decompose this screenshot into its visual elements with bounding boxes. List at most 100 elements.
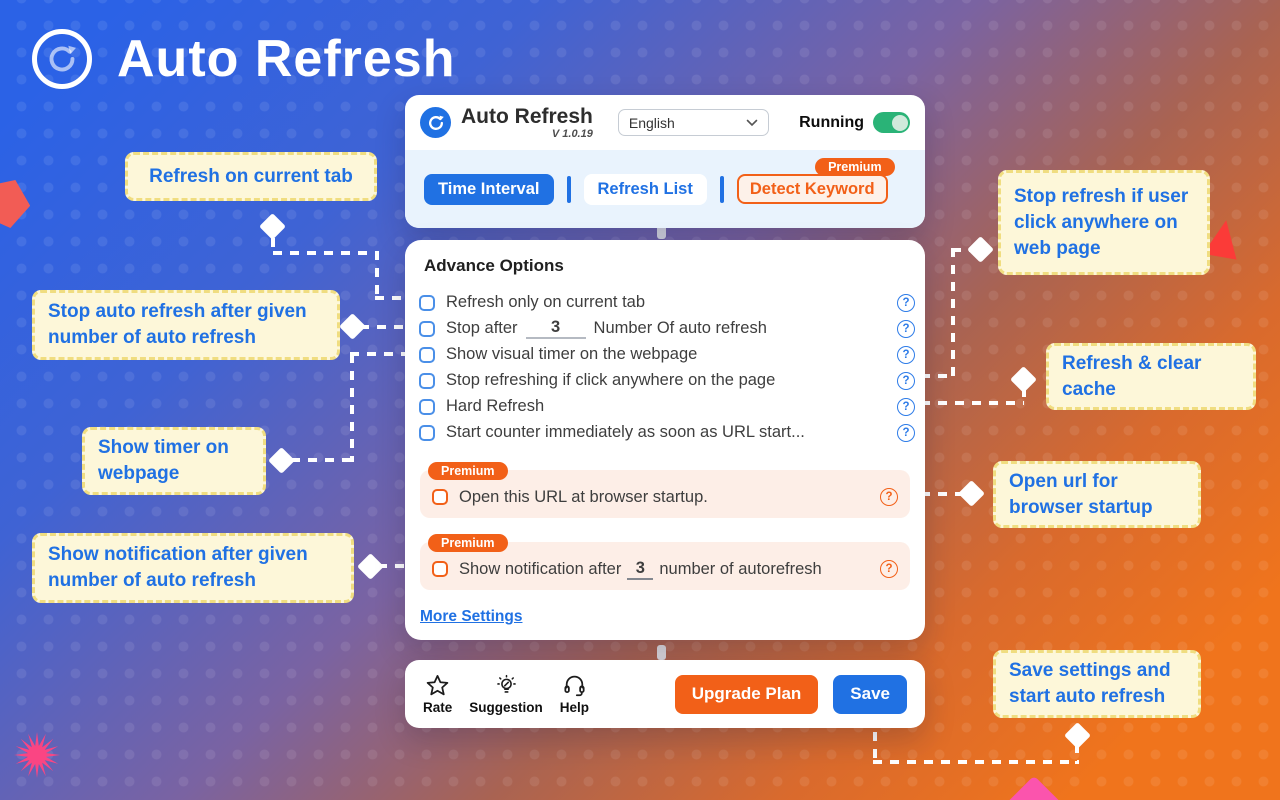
decor-pentagon bbox=[0, 170, 37, 232]
checkbox-stop-on-click[interactable] bbox=[419, 372, 435, 389]
tab-detect-keyword-wrap: Premium Detect Keyword bbox=[736, 158, 895, 204]
advance-options-heading: Advance Options bbox=[424, 256, 564, 275]
running-toggle[interactable] bbox=[873, 112, 910, 133]
premium-badge: Premium bbox=[428, 462, 508, 480]
connector-line bbox=[951, 248, 955, 378]
decor-starburst-icon bbox=[14, 732, 60, 778]
checkbox-stop-after[interactable] bbox=[419, 320, 435, 337]
connector-diamond bbox=[357, 553, 384, 580]
option-row-stop-after: Stop after Number Of auto refresh ? bbox=[419, 318, 915, 339]
headset-icon bbox=[564, 675, 585, 697]
app-version: V 1.0.19 bbox=[551, 128, 593, 140]
connector-line bbox=[291, 458, 353, 462]
connector-line bbox=[375, 251, 379, 298]
card-connector-nub bbox=[657, 224, 666, 239]
rate-button[interactable]: Rate bbox=[423, 673, 452, 715]
more-settings-link[interactable]: More Settings bbox=[420, 608, 523, 625]
help-icon[interactable]: ? bbox=[897, 293, 915, 312]
app-refresh-icon bbox=[420, 107, 451, 138]
connector-diamond bbox=[259, 213, 286, 240]
callout-stop-auto-refresh: Stop auto refresh after given number of … bbox=[32, 290, 340, 360]
connector-diamond bbox=[268, 447, 295, 474]
connector-line bbox=[350, 352, 408, 356]
connector-line bbox=[1075, 744, 1079, 764]
connector-line bbox=[873, 732, 877, 763]
connector-diamond bbox=[967, 236, 994, 263]
popup-titlebar: Auto Refresh V 1.0.19 English Running bbox=[405, 95, 925, 150]
decor-diamond bbox=[991, 775, 1077, 800]
popup-footer-card: Rate Suggestion Help Upgrade Plan Save bbox=[405, 660, 925, 728]
connector-line bbox=[375, 296, 409, 300]
option-row-stop-on-click: Stop refreshing if click anywhere on the… bbox=[419, 371, 915, 390]
star-icon bbox=[426, 675, 449, 696]
connector-line bbox=[921, 401, 1024, 405]
checkbox-start-counter[interactable] bbox=[419, 424, 435, 441]
callout-show-notification: Show notification after given number of … bbox=[32, 533, 354, 603]
checkbox-show-notification[interactable] bbox=[432, 561, 448, 577]
card-connector-nub bbox=[657, 645, 666, 660]
connector-line bbox=[952, 248, 974, 252]
chevron-down-icon bbox=[746, 119, 758, 126]
connector-diamond bbox=[1010, 366, 1037, 393]
option-row-visual-timer: Show visual timer on the webpage ? bbox=[419, 345, 915, 364]
option-row-refresh-current-tab: Refresh only on current tab ? bbox=[419, 293, 915, 312]
toggle-knob bbox=[891, 114, 908, 131]
app-title-block: Auto Refresh V 1.0.19 bbox=[461, 105, 593, 140]
tab-divider bbox=[566, 175, 571, 203]
tab-time-interval[interactable]: Time Interval bbox=[424, 173, 554, 205]
connector-line bbox=[271, 238, 275, 252]
connector-line bbox=[921, 492, 964, 496]
checkbox-open-url-startup[interactable] bbox=[432, 489, 448, 505]
page-title: Auto Refresh bbox=[117, 30, 456, 88]
checkbox-hard-refresh[interactable] bbox=[419, 398, 435, 415]
callout-open-url: Open url for browser startup bbox=[993, 461, 1201, 528]
help-icon[interactable]: ? bbox=[897, 397, 915, 416]
connector-line bbox=[921, 374, 953, 378]
help-button[interactable]: Help bbox=[560, 673, 589, 715]
premium-badge: Premium bbox=[428, 534, 508, 552]
premium-section-open-url: Premium Open this URL at browser startup… bbox=[420, 462, 910, 518]
refresh-icon bbox=[32, 29, 92, 89]
stop-after-count-input[interactable] bbox=[525, 318, 586, 339]
tab-refresh-list[interactable]: Refresh List bbox=[583, 173, 707, 205]
premium-badge: Premium bbox=[815, 158, 895, 176]
connector-line bbox=[873, 760, 1079, 764]
save-button[interactable]: Save bbox=[833, 674, 907, 714]
connector-diamond bbox=[339, 313, 366, 340]
suggestion-button[interactable]: Suggestion bbox=[469, 673, 543, 715]
tab-detect-keyword[interactable]: Detect Keyword bbox=[736, 174, 888, 204]
app-title: Auto Refresh bbox=[461, 105, 593, 128]
help-icon[interactable]: ? bbox=[880, 488, 898, 506]
tab-divider bbox=[719, 175, 724, 203]
help-icon[interactable]: ? bbox=[897, 319, 915, 338]
option-row-start-counter: Start counter immediately as soon as URL… bbox=[419, 423, 915, 442]
callout-save-settings: Save settings and start auto refresh bbox=[993, 650, 1201, 718]
help-icon[interactable]: ? bbox=[880, 560, 898, 578]
brand-header: Auto Refresh bbox=[32, 29, 455, 89]
option-row-hard-refresh: Hard Refresh ? bbox=[419, 397, 915, 416]
connector-line bbox=[350, 354, 354, 462]
callout-refresh-current-tab: Refresh on current tab bbox=[125, 152, 377, 201]
connector-line bbox=[360, 325, 408, 329]
advance-options-card: Advance Options Refresh only on current … bbox=[405, 240, 925, 640]
connector-line bbox=[273, 251, 379, 255]
help-icon[interactable]: ? bbox=[897, 371, 915, 390]
language-select[interactable]: English bbox=[617, 109, 769, 136]
help-icon[interactable]: ? bbox=[897, 423, 915, 442]
connector-diamond bbox=[1064, 722, 1091, 749]
upgrade-plan-button[interactable]: Upgrade Plan bbox=[674, 674, 819, 714]
premium-section-notification: Premium Show notification after number o… bbox=[420, 534, 910, 590]
checkbox-visual-timer[interactable] bbox=[419, 346, 435, 363]
popup-header-card: Auto Refresh V 1.0.19 English Running Ti… bbox=[405, 95, 925, 228]
options-list: Refresh only on current tab ? Stop after… bbox=[419, 293, 915, 449]
notification-count-input[interactable] bbox=[627, 558, 654, 580]
running-label: Running bbox=[799, 113, 864, 131]
checkbox-refresh-current-tab[interactable] bbox=[419, 294, 435, 311]
callout-refresh-clear-cache: Refresh & clear cache bbox=[1046, 343, 1256, 410]
callout-stop-refresh-click: Stop refresh if user click anywhere on w… bbox=[998, 170, 1210, 275]
lightbulb-icon bbox=[496, 674, 516, 693]
help-icon[interactable]: ? bbox=[897, 345, 915, 364]
connector-diamond bbox=[958, 480, 985, 507]
connector-line bbox=[378, 564, 410, 568]
